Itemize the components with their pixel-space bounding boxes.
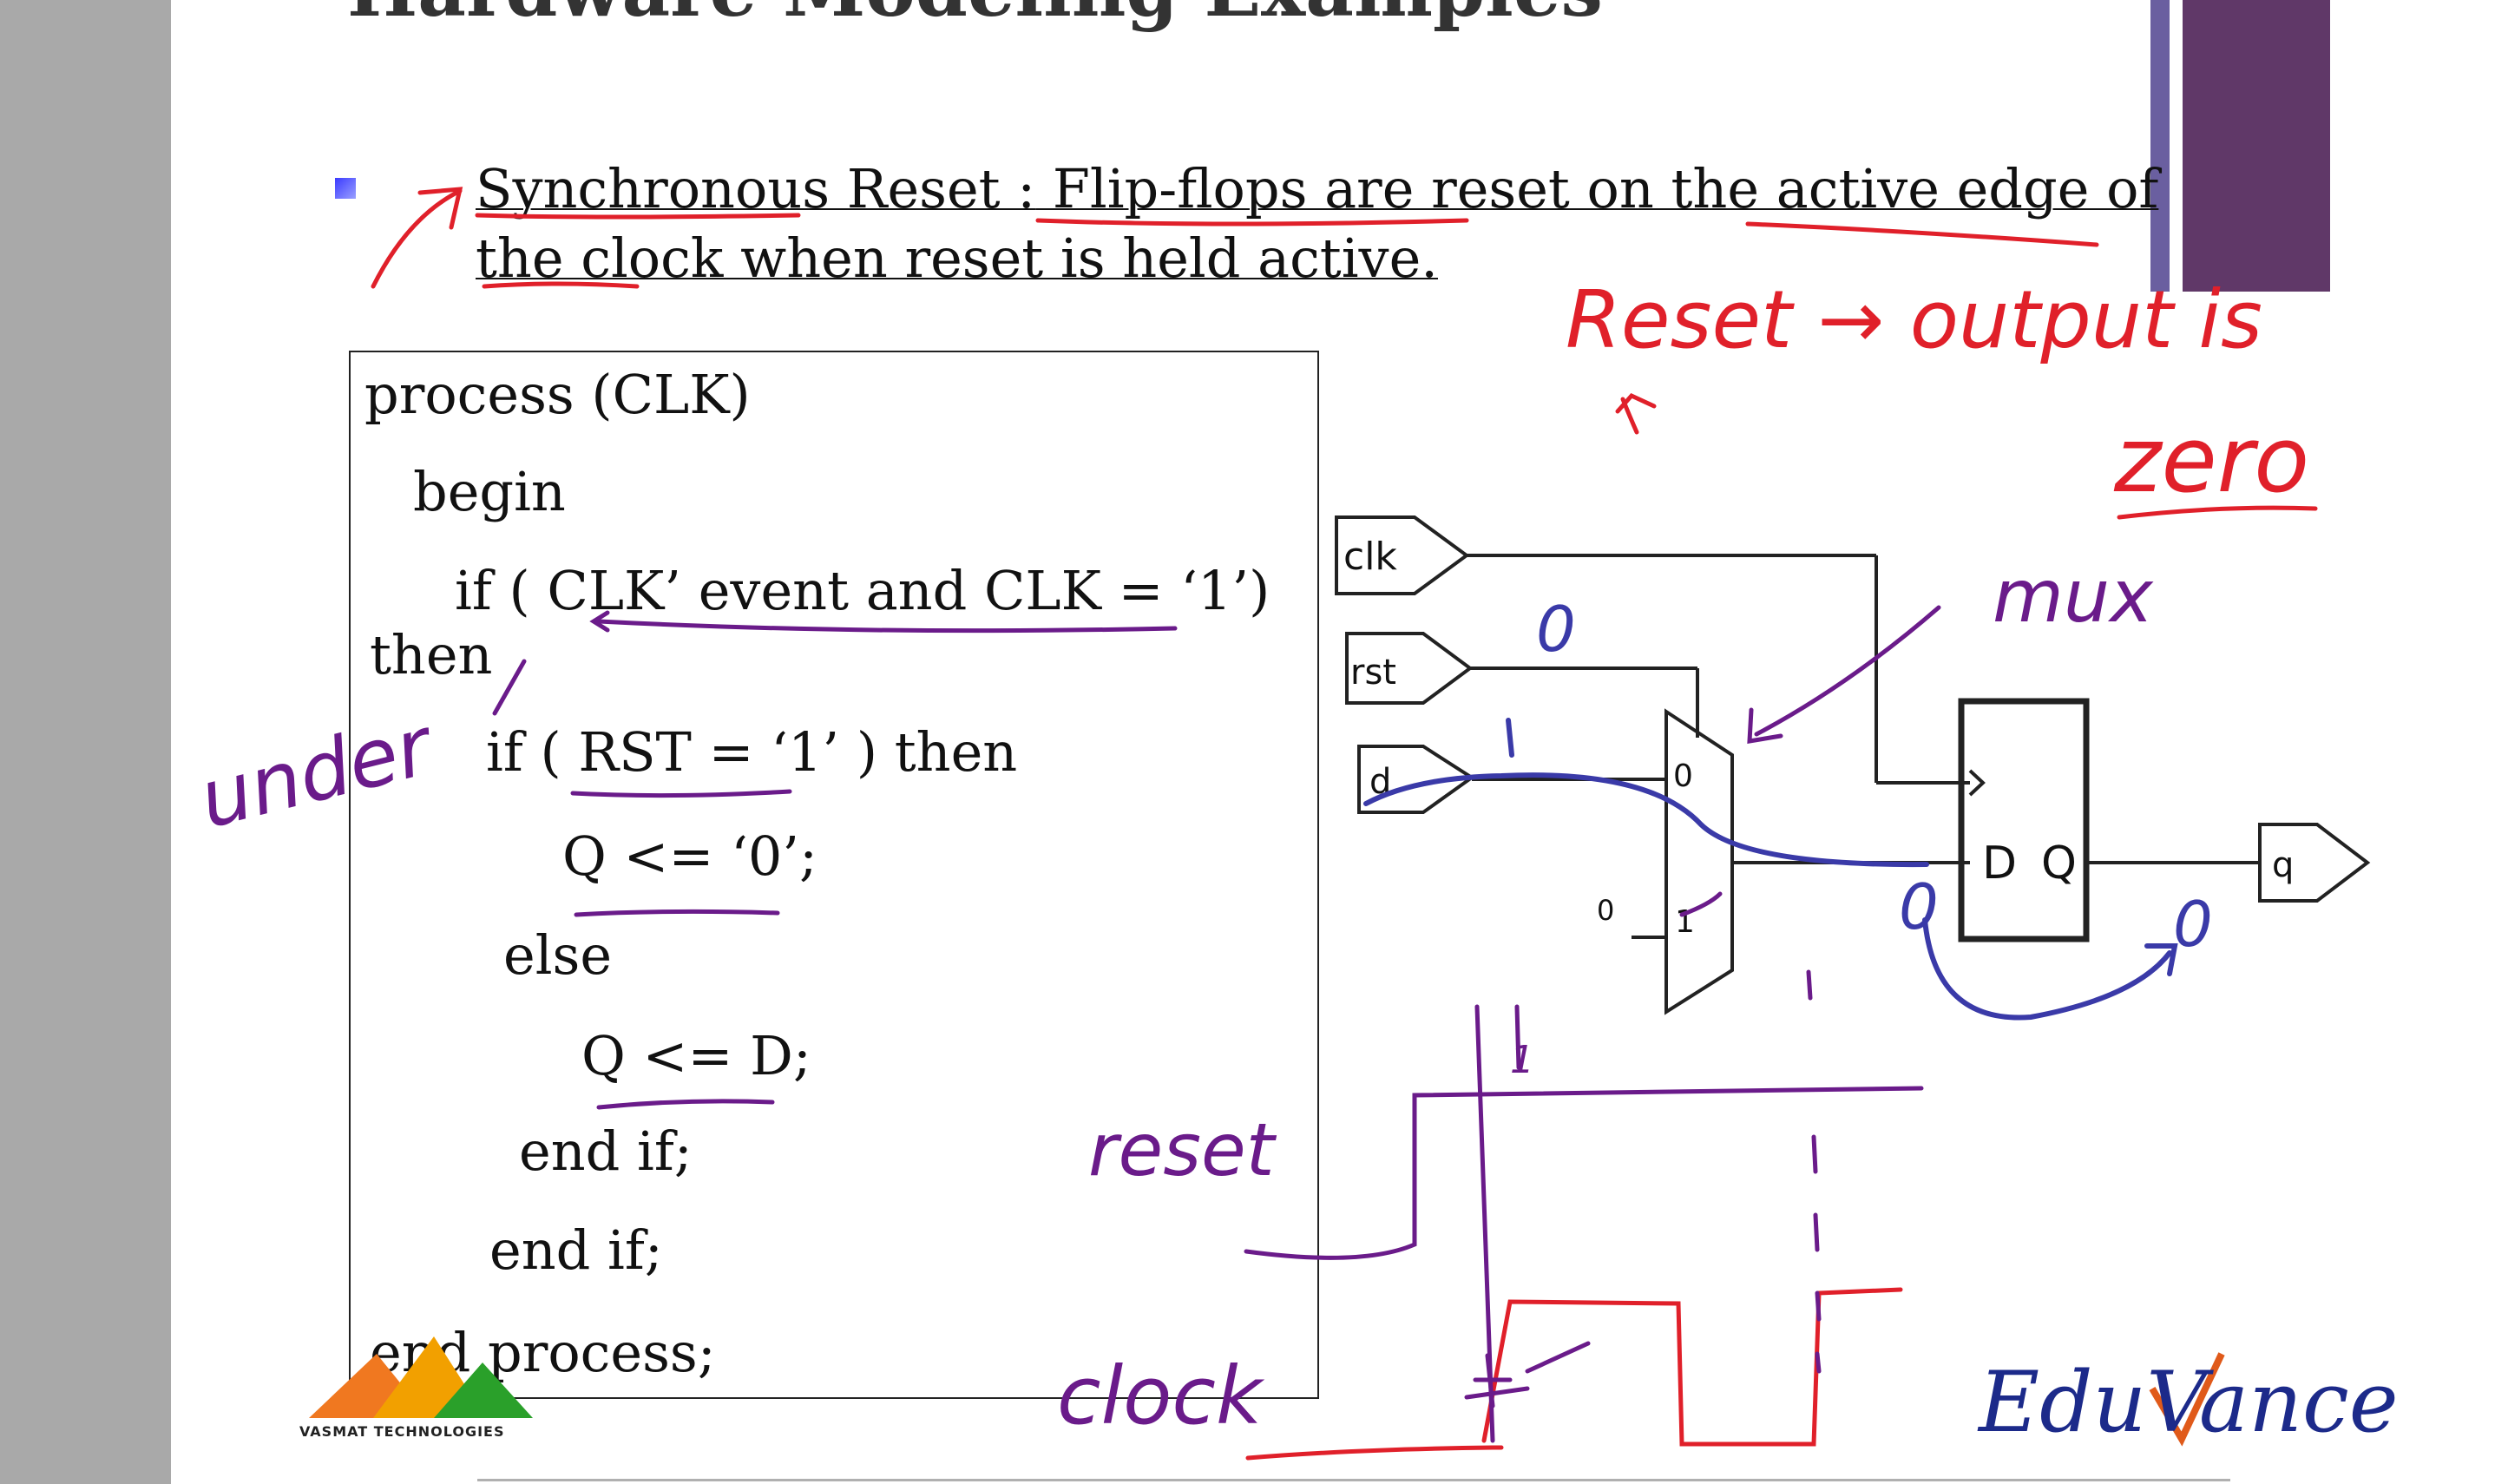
left-logo-text: VASMAT TECHNOLOGIES	[299, 1423, 505, 1440]
accent-bar-blue	[2150, 0, 2170, 292]
bullet-text: Synchronous Reset : Flip-flops are reset…	[476, 154, 2263, 293]
code-line: if ( RST = ‘1’ ) then	[486, 720, 1018, 784]
annotation-reset-label: reset	[1088, 1107, 1277, 1192]
code-line: else	[503, 923, 613, 987]
code-line: end if;	[489, 1218, 663, 1282]
code-line: then	[370, 623, 493, 686]
eduvance-logo-icon	[2149, 1352, 2225, 1447]
red-ink	[371, 187, 2318, 1461]
code-line: Q <= D;	[581, 1024, 811, 1087]
bullet-label: Synchronous Reset :	[476, 157, 1036, 220]
code-box	[349, 351, 1319, 1399]
mux-symbol	[1664, 708, 1734, 1015]
code-line: process (CLK)	[364, 363, 751, 426]
code-line: begin	[413, 460, 566, 523]
code-line: if ( CLK’ event and CLK = ‘1’)	[455, 559, 1270, 622]
annotation-zero: zero	[2113, 407, 2309, 513]
annotation-under: under	[190, 699, 443, 846]
mux-const: 0	[1597, 894, 1614, 927]
accent-bar-purple	[2183, 0, 2330, 292]
clk-port	[1335, 515, 1470, 595]
annotation-zero-mark: 0	[1536, 593, 1576, 666]
q-port-label: q	[2272, 845, 2294, 885]
vasmat-logo-icon	[309, 1336, 533, 1418]
annotation-one-mark: 1	[1510, 1038, 1534, 1082]
bottom-divider	[477, 1479, 2230, 1481]
annotation-mux: mux	[1993, 554, 2154, 639]
right-logo-text: EduVance	[1979, 1354, 2399, 1451]
bullet-square-icon	[335, 178, 356, 199]
bullet-body: Flip-flops are reset on the active edge …	[476, 157, 2159, 290]
clk-label: clk	[1343, 535, 1397, 579]
d-port	[1357, 745, 1475, 814]
blue-ink	[1363, 718, 2178, 1021]
code-line: end if;	[519, 1120, 693, 1183]
purple-ink	[492, 605, 1941, 1443]
annotation-reset-note: Reset → output is	[1566, 273, 2262, 366]
mux-input-0: 0	[1673, 758, 1693, 794]
annotation-phi-b: 0	[2173, 888, 2213, 961]
q-port	[2258, 823, 2371, 903]
left-gray-panel	[0, 0, 171, 1484]
annotation-clock-label: clock	[1057, 1349, 1265, 1442]
slide-title: Hardware Modeling Examples	[347, 0, 1603, 34]
ff-q-label: Q	[2041, 837, 2077, 890]
code-line: Q <= ‘0’;	[562, 824, 817, 888]
flip-flop	[1958, 698, 2090, 942]
rst-label: rst	[1350, 653, 1396, 693]
ff-d-label: D	[1982, 837, 2017, 890]
annotation-phi-a: 0	[1899, 870, 1939, 943]
rst-port	[1345, 632, 1474, 705]
